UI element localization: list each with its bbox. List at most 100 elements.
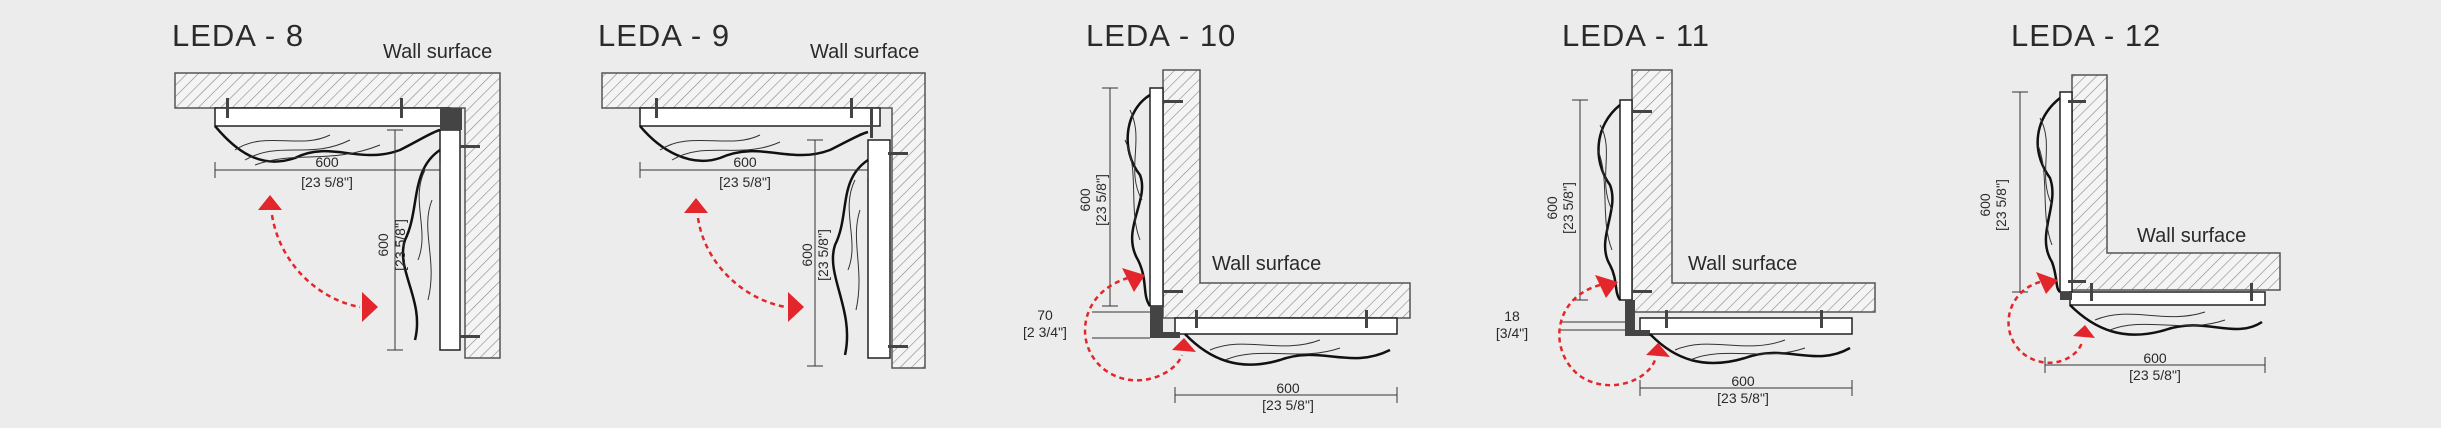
mounting-screw bbox=[888, 345, 908, 348]
diagram-leda-12: LEDA - 12 Wall surface 600 [23 5/8"] 600… bbox=[1977, 18, 2281, 383]
height-dimension-inches: [23 5/8"] bbox=[1993, 179, 2009, 231]
rotation-arrowhead bbox=[684, 198, 708, 213]
mounting-screw bbox=[655, 98, 658, 118]
wall-surface bbox=[601, 72, 926, 369]
width-dimension-line bbox=[1174, 387, 1398, 403]
rotation-arrowhead bbox=[2073, 325, 2095, 338]
vertical-panel bbox=[2059, 91, 2073, 293]
mounting-screw bbox=[400, 98, 403, 118]
width-dimension: 600 bbox=[2143, 350, 2167, 366]
diagram-title: LEDA - 12 bbox=[2011, 18, 2161, 53]
wall-surface bbox=[1162, 69, 1411, 319]
mounting-screw bbox=[2090, 283, 2093, 301]
diagram-title: LEDA - 10 bbox=[1086, 18, 1236, 53]
height-dimension: 600 bbox=[1977, 193, 1993, 217]
carving-detail bbox=[2037, 117, 2053, 246]
mounting-screw bbox=[1632, 110, 1652, 113]
carving-outline bbox=[1126, 93, 1152, 307]
mounting-screw bbox=[888, 152, 908, 155]
diagram-leda-11: LEDA - 11 Wall surface 600 [23 5/8"] 18 … bbox=[1496, 18, 1876, 406]
corner-bracket bbox=[1150, 306, 1180, 338]
mounting-screw bbox=[1195, 310, 1198, 328]
diagram-leda-9: LEDA - 9 Wall surface 600 [23 5/8"] 600 … bbox=[598, 18, 926, 369]
carving-detail bbox=[417, 169, 433, 301]
wall-surface bbox=[1631, 69, 1876, 313]
carving-detail bbox=[234, 134, 381, 166]
carving-detail bbox=[1597, 124, 1613, 251]
height-dimension: 600 bbox=[1077, 188, 1093, 212]
gap-dimension-line bbox=[1092, 311, 1150, 339]
mounting-screw bbox=[1365, 310, 1368, 328]
mounting-screw bbox=[1665, 310, 1668, 328]
width-dimension-line bbox=[639, 162, 869, 178]
width-dimension-inches: [23 5/8"] bbox=[2129, 367, 2181, 383]
height-dimension-inches: [23 5/8"] bbox=[1093, 174, 1109, 226]
width-dimension: 600 bbox=[315, 154, 339, 170]
wall-surface-label: Wall surface bbox=[383, 41, 492, 63]
vertical-panel bbox=[1149, 87, 1164, 307]
gap-dimension-inches: [2 3/4"] bbox=[1023, 324, 1067, 340]
rotation-arrow bbox=[270, 214, 361, 309]
mounting-screw bbox=[1163, 290, 1183, 293]
width-dimension-inches: [23 5/8"] bbox=[1262, 397, 1314, 413]
carving-detail bbox=[659, 134, 781, 161]
carving-detail bbox=[2094, 311, 2226, 331]
gap-dimension: 18 bbox=[1504, 308, 1520, 324]
rotation-arrow bbox=[696, 217, 787, 309]
rotation-arrowhead bbox=[788, 292, 804, 322]
rotation-arrow bbox=[1083, 276, 1184, 382]
rotation-arrowhead bbox=[258, 195, 282, 210]
carving-outline bbox=[1184, 333, 1391, 366]
height-dimension-line bbox=[387, 129, 403, 351]
height-dimension: 600 bbox=[1544, 196, 1560, 220]
height-dimension-inches: [23 5/8"] bbox=[1560, 182, 1576, 234]
height-dimension-line bbox=[1102, 87, 1118, 307]
carving-outline bbox=[2036, 97, 2061, 293]
diagram-title: LEDA - 11 bbox=[1562, 18, 1710, 53]
height-dimension-inches: [23 5/8"] bbox=[815, 229, 831, 281]
vertical-panel bbox=[867, 139, 891, 359]
rotation-arrowhead bbox=[1595, 275, 1618, 298]
width-dimension: 600 bbox=[1276, 380, 1300, 396]
rotation-arrowhead bbox=[1646, 343, 1670, 357]
gap-dimension-inches: [3/4"] bbox=[1496, 325, 1528, 341]
width-dimension: 600 bbox=[1731, 373, 1755, 389]
horizontal-panel bbox=[1174, 317, 1398, 335]
carving-outline bbox=[2069, 304, 2263, 336]
corner-bracket bbox=[2060, 292, 2072, 300]
height-dimension: 600 bbox=[799, 243, 815, 267]
mounting-screw bbox=[1820, 310, 1823, 328]
gap-dimension: 70 bbox=[1037, 307, 1053, 323]
rotation-arrowhead bbox=[2036, 272, 2058, 294]
mounting-screw bbox=[460, 335, 480, 338]
vertical-panel bbox=[439, 129, 461, 351]
corner-bracket bbox=[440, 108, 462, 130]
width-dimension-inches: [23 5/8"] bbox=[1717, 390, 1769, 406]
mounting-screw bbox=[460, 145, 480, 148]
wall-surface-label: Wall surface bbox=[1212, 253, 1321, 275]
width-dimension-inches: [23 5/8"] bbox=[301, 174, 353, 190]
carving-detail bbox=[1209, 339, 1341, 361]
diagram-leda-8: LEDA - 8 Wall surface 600 [23 5/8"] 600 … bbox=[172, 18, 501, 359]
corner-bracket bbox=[870, 108, 873, 138]
horizontal-panel bbox=[1639, 317, 1853, 335]
carving-detail bbox=[847, 179, 861, 311]
mounting-screw bbox=[1632, 290, 1652, 293]
height-dimension-line bbox=[807, 139, 823, 367]
vertical-panel bbox=[1619, 99, 1633, 301]
diagram-title: LEDA - 8 bbox=[172, 18, 304, 53]
wall-surface bbox=[174, 72, 501, 359]
width-dimension-line bbox=[214, 162, 441, 178]
height-dimension-inches: [23 5/8"] bbox=[392, 219, 408, 271]
width-dimension-line bbox=[1639, 380, 1853, 396]
mounting-screw bbox=[2068, 100, 2086, 103]
height-dimension: 600 bbox=[375, 233, 391, 257]
gap-dimension-line bbox=[1560, 321, 1625, 331]
carving-outline bbox=[639, 125, 869, 163]
mounting-screw bbox=[1163, 100, 1183, 103]
rotation-arrow bbox=[2007, 280, 2084, 364]
carving-outline bbox=[214, 125, 441, 163]
horizontal-panel bbox=[214, 107, 451, 127]
